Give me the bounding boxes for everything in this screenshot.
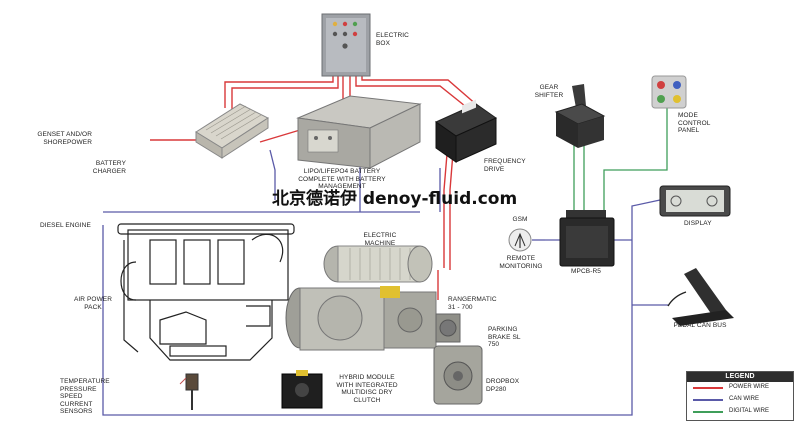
battery-icon	[296, 95, 422, 169]
label-electric-machine: ELECTRIC MACHINE	[363, 232, 397, 247]
mpcb-controller-icon	[559, 210, 615, 267]
legend-item-power: POWER WIRE	[687, 382, 793, 394]
label-sensors: TEMPERATURE PRESSURE SPEED CURRENT SENSO…	[60, 378, 110, 415]
electric-machine-icon	[323, 245, 433, 283]
diesel-engine-drawing	[117, 223, 295, 361]
legend-swatch-digital	[693, 411, 723, 413]
label-hybrid-module: HYBRID MODULE WITH INTEGRATED MULTIDISC …	[336, 374, 398, 404]
label-pedal: PEDAL CAN bus	[673, 322, 727, 329]
label-battery: LiPo/LiFePO4 BATTERY COMPLETE WITH BATTE…	[298, 168, 386, 190]
label-electric-box: ELECTRIC BOX	[376, 32, 409, 47]
clutch-actuator-icon	[281, 370, 323, 409]
hybrid-module-icon	[285, 286, 437, 351]
battery-charger-icon	[195, 103, 270, 159]
frequency-drive-icon	[434, 99, 498, 163]
legend-label-power: POWER WIRE	[729, 384, 769, 390]
label-mpcb: MPCB-R5	[571, 268, 601, 275]
label-diesel-engine: DIESEL ENGINE	[40, 222, 91, 229]
digital-wire-network	[573, 108, 668, 212]
label-display: DISPLAY	[684, 220, 712, 227]
label-gear-shifter: GEAR SHIFTER	[534, 84, 564, 99]
gsm-antenna-icon	[508, 228, 532, 252]
label-rangermatic: RANGERMATIC 31 - 700	[448, 296, 497, 311]
legend-swatch-power	[693, 387, 723, 389]
legend-item-digital: DIGITAL WIRE	[687, 406, 793, 418]
watermark: 北京德诺伊 denoy-fluid.com	[272, 189, 518, 209]
legend-swatch-can	[693, 399, 723, 401]
label-remote-monitoring: REMOTE MONITORING	[499, 255, 543, 270]
legend: LEGEND POWER WIRE CAN WIRE DIGITAL WIRE	[686, 371, 794, 421]
label-mode-panel: MODE CONTROL PANEL	[678, 112, 711, 134]
electric-box-icon	[321, 13, 371, 77]
gear-shifter-icon	[554, 84, 606, 148]
mode-control-panel-icon	[651, 75, 687, 109]
legend-title: LEGEND	[687, 372, 793, 382]
label-dropbox: DROPBOX DP280	[486, 378, 520, 393]
label-parking-brake: PARKING BRAKE SL 750	[488, 326, 521, 348]
label-frequency-drive: FREQUENCY DRIVE	[484, 158, 526, 173]
legend-item-can: CAN WIRE	[687, 394, 793, 406]
parking-brake-icon	[435, 313, 461, 343]
display-icon	[659, 185, 731, 217]
label-genset: GENSET AND/OR SHOREPOWER	[37, 131, 92, 146]
label-gsm: GSM	[512, 216, 528, 223]
power-wire-network	[150, 74, 479, 300]
label-air-power-pack: AIR POWER PACK	[73, 296, 113, 311]
legend-label-can: CAN WIRE	[729, 396, 759, 402]
label-battery-charger: BATTERY CHARGER	[92, 160, 126, 175]
sensor-icon	[179, 373, 199, 410]
dropbox-icon	[433, 345, 483, 405]
legend-label-digital: DIGITAL WIRE	[729, 408, 770, 414]
pedal-icon	[667, 268, 734, 326]
